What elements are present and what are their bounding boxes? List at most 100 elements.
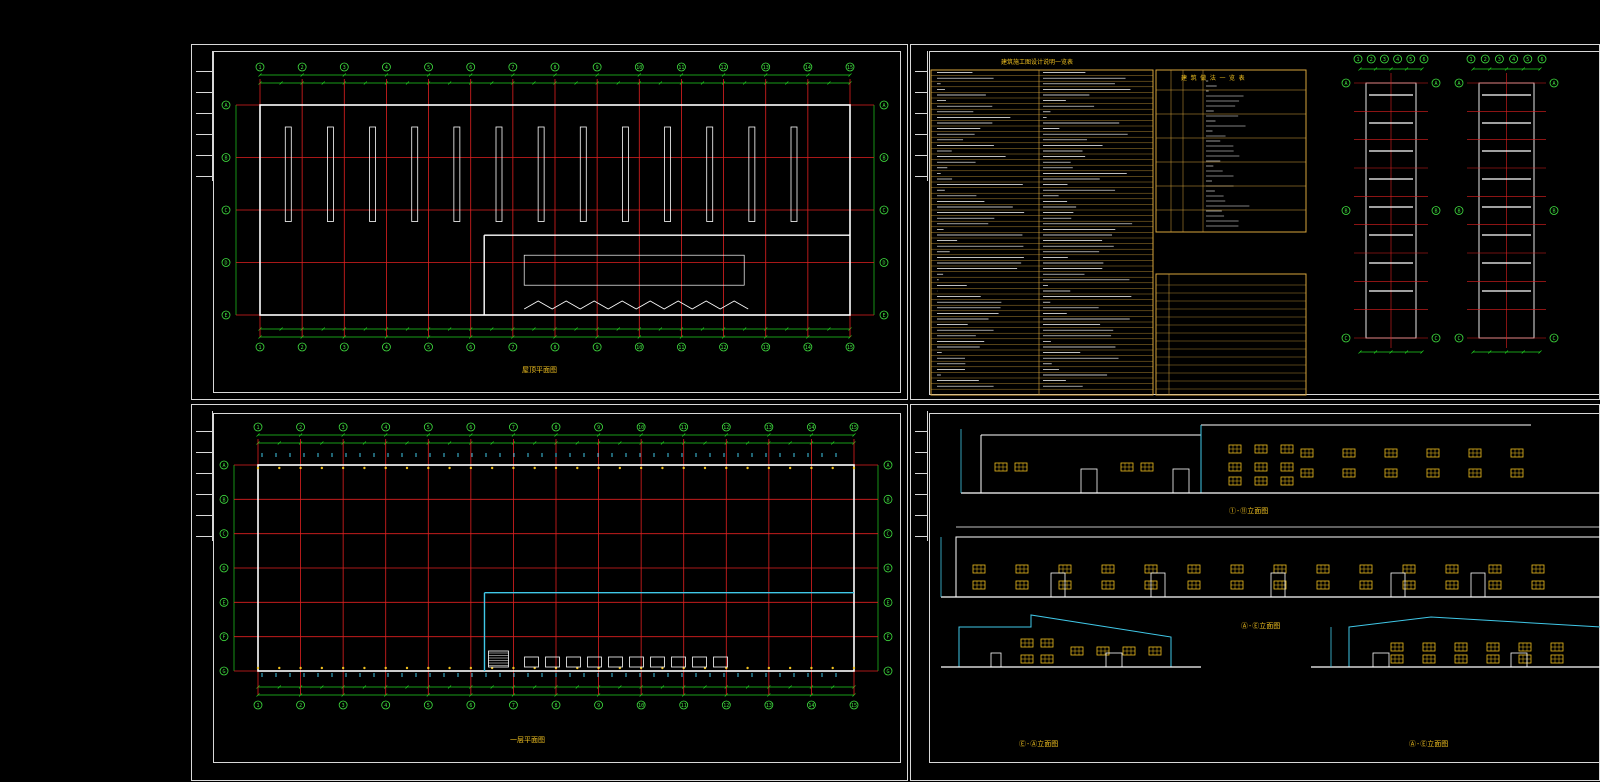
column-marker (448, 467, 450, 469)
column-marker (427, 667, 429, 669)
column-marker (832, 467, 834, 469)
column-marker (810, 667, 812, 669)
axis-bubble-label: F (886, 635, 889, 641)
column-marker (427, 467, 429, 469)
axis-bubble-label: C (1434, 336, 1437, 342)
axis-bubble-label: 6 (469, 703, 472, 709)
design-notes-drawing: 123456AABBCC123456AABBCC (911, 45, 1600, 401)
roof-panel-block (524, 255, 744, 285)
column-marker (768, 667, 770, 669)
column-marker (299, 667, 301, 669)
column-marker (789, 467, 791, 469)
axis-bubble-label: 10 (638, 425, 644, 431)
skylight-strip (580, 127, 586, 222)
drawing-list-table (1156, 274, 1306, 395)
axis-bubble-label: 9 (596, 345, 599, 351)
column-marker (683, 467, 685, 469)
sheet-roof-plan[interactable]: 1122334455667788991010111112121313141415… (191, 44, 908, 400)
axis-bubble-label: A (1457, 81, 1460, 87)
sheet-design-notes[interactable]: 123456AABBCC123456AABBCC 建筑施工图设计说明一览表 建 … (910, 44, 1600, 400)
column-marker (619, 467, 621, 469)
axis-bubble-label: 8 (554, 703, 557, 709)
axis-bubble-label: 4 (1396, 57, 1399, 63)
axis-bubble-label: 15 (847, 345, 853, 351)
skylight-strip (285, 127, 291, 222)
column-marker (342, 467, 344, 469)
column-marker (576, 467, 578, 469)
axis-bubble-label: C (224, 208, 227, 214)
sheet-elevations[interactable]: ①-⑪立面图 Ⓐ-Ⓔ立面图 Ⓔ-Ⓐ立面图 Ⓐ-Ⓔ立面图 (910, 404, 1600, 781)
axis-bubble-label: 7 (511, 345, 514, 351)
axis-bubble-label: 2 (1370, 57, 1373, 63)
sheet-ground-floor-plan[interactable]: 1122334455667788991010111112121313141415… (191, 404, 908, 781)
axis-bubble-label: 3 (1498, 57, 1501, 63)
axis-bubble-label: 6 (469, 65, 472, 71)
axis-bubble-label: 4 (384, 425, 387, 431)
axis-bubble-label: 12 (721, 345, 727, 351)
column-marker (640, 467, 642, 469)
axis-bubble-label: 5 (427, 425, 430, 431)
column-marker (470, 667, 472, 669)
door (1081, 469, 1097, 493)
axis-bubble-label: A (882, 103, 885, 109)
sawtooth-roof (524, 301, 748, 309)
small-room (650, 657, 664, 667)
axis-bubble-label: E (224, 313, 227, 319)
column-marker (406, 467, 408, 469)
column-marker (257, 667, 259, 669)
column-marker (534, 467, 536, 469)
axis-bubble-label: A (1344, 81, 1347, 87)
column-marker (470, 467, 472, 469)
elevation-label-4: Ⓐ-Ⓔ立面图 (1409, 739, 1448, 749)
axis-bubble-label: 10 (636, 65, 642, 71)
small-room (566, 657, 580, 667)
column-marker (257, 467, 259, 469)
axis-bubble-label: B (1552, 209, 1555, 215)
axis-bubble-label: 1 (1356, 57, 1359, 63)
axis-bubble-label: 10 (636, 345, 642, 351)
axis-bubble-label: 1 (256, 703, 259, 709)
column-marker (321, 667, 323, 669)
notes-table-title: 建筑施工图设计说明一览表 (1001, 57, 1073, 66)
axis-bubble-label: 5 (427, 65, 430, 71)
axis-bubble-label: 5 (1409, 57, 1412, 63)
axis-bubble-label: 6 (469, 345, 472, 351)
axis-bubble-label: 5 (427, 345, 430, 351)
column-marker (746, 467, 748, 469)
door (1173, 469, 1189, 493)
axis-bubble-label: 15 (851, 425, 857, 431)
column-marker (448, 667, 450, 669)
column-marker (385, 667, 387, 669)
skylight-strip (665, 127, 671, 222)
axis-bubble-label: D (224, 261, 227, 267)
axis-bubble-label: B (1344, 209, 1347, 215)
axis-bubble-label: D (886, 566, 889, 572)
column-marker (725, 467, 727, 469)
axis-bubble-label: 4 (1512, 57, 1515, 63)
column-marker (363, 467, 365, 469)
axis-bubble-label: 2 (299, 703, 302, 709)
column-marker (512, 467, 514, 469)
axis-bubble-label: 13 (766, 425, 772, 431)
axis-bubble-label: 11 (678, 65, 684, 71)
column-marker (853, 667, 855, 669)
column-marker (789, 667, 791, 669)
axis-bubble-label: 7 (512, 425, 515, 431)
column-marker (321, 467, 323, 469)
column-marker (342, 667, 344, 669)
skylight-strip (496, 127, 502, 222)
roof-plan-caption: 屋顶平面图 (522, 365, 557, 375)
axis-bubble-label: C (1344, 336, 1347, 342)
axis-bubble-label: 12 (723, 703, 729, 709)
small-room (524, 657, 538, 667)
axis-bubble-label: 14 (805, 65, 811, 71)
axis-bubble-label: 1 (256, 425, 259, 431)
axis-bubble-label: A (1434, 81, 1437, 87)
door (1373, 653, 1389, 667)
materials-table-title: 建 筑 做 法 一 览 表 (1181, 73, 1245, 82)
axis-bubble-label: 2 (1484, 57, 1487, 63)
axis-bubble-label: A (886, 463, 889, 469)
axis-bubble-label: 9 (596, 65, 599, 71)
axis-bubble-label: B (1434, 209, 1437, 215)
column-marker (746, 667, 748, 669)
